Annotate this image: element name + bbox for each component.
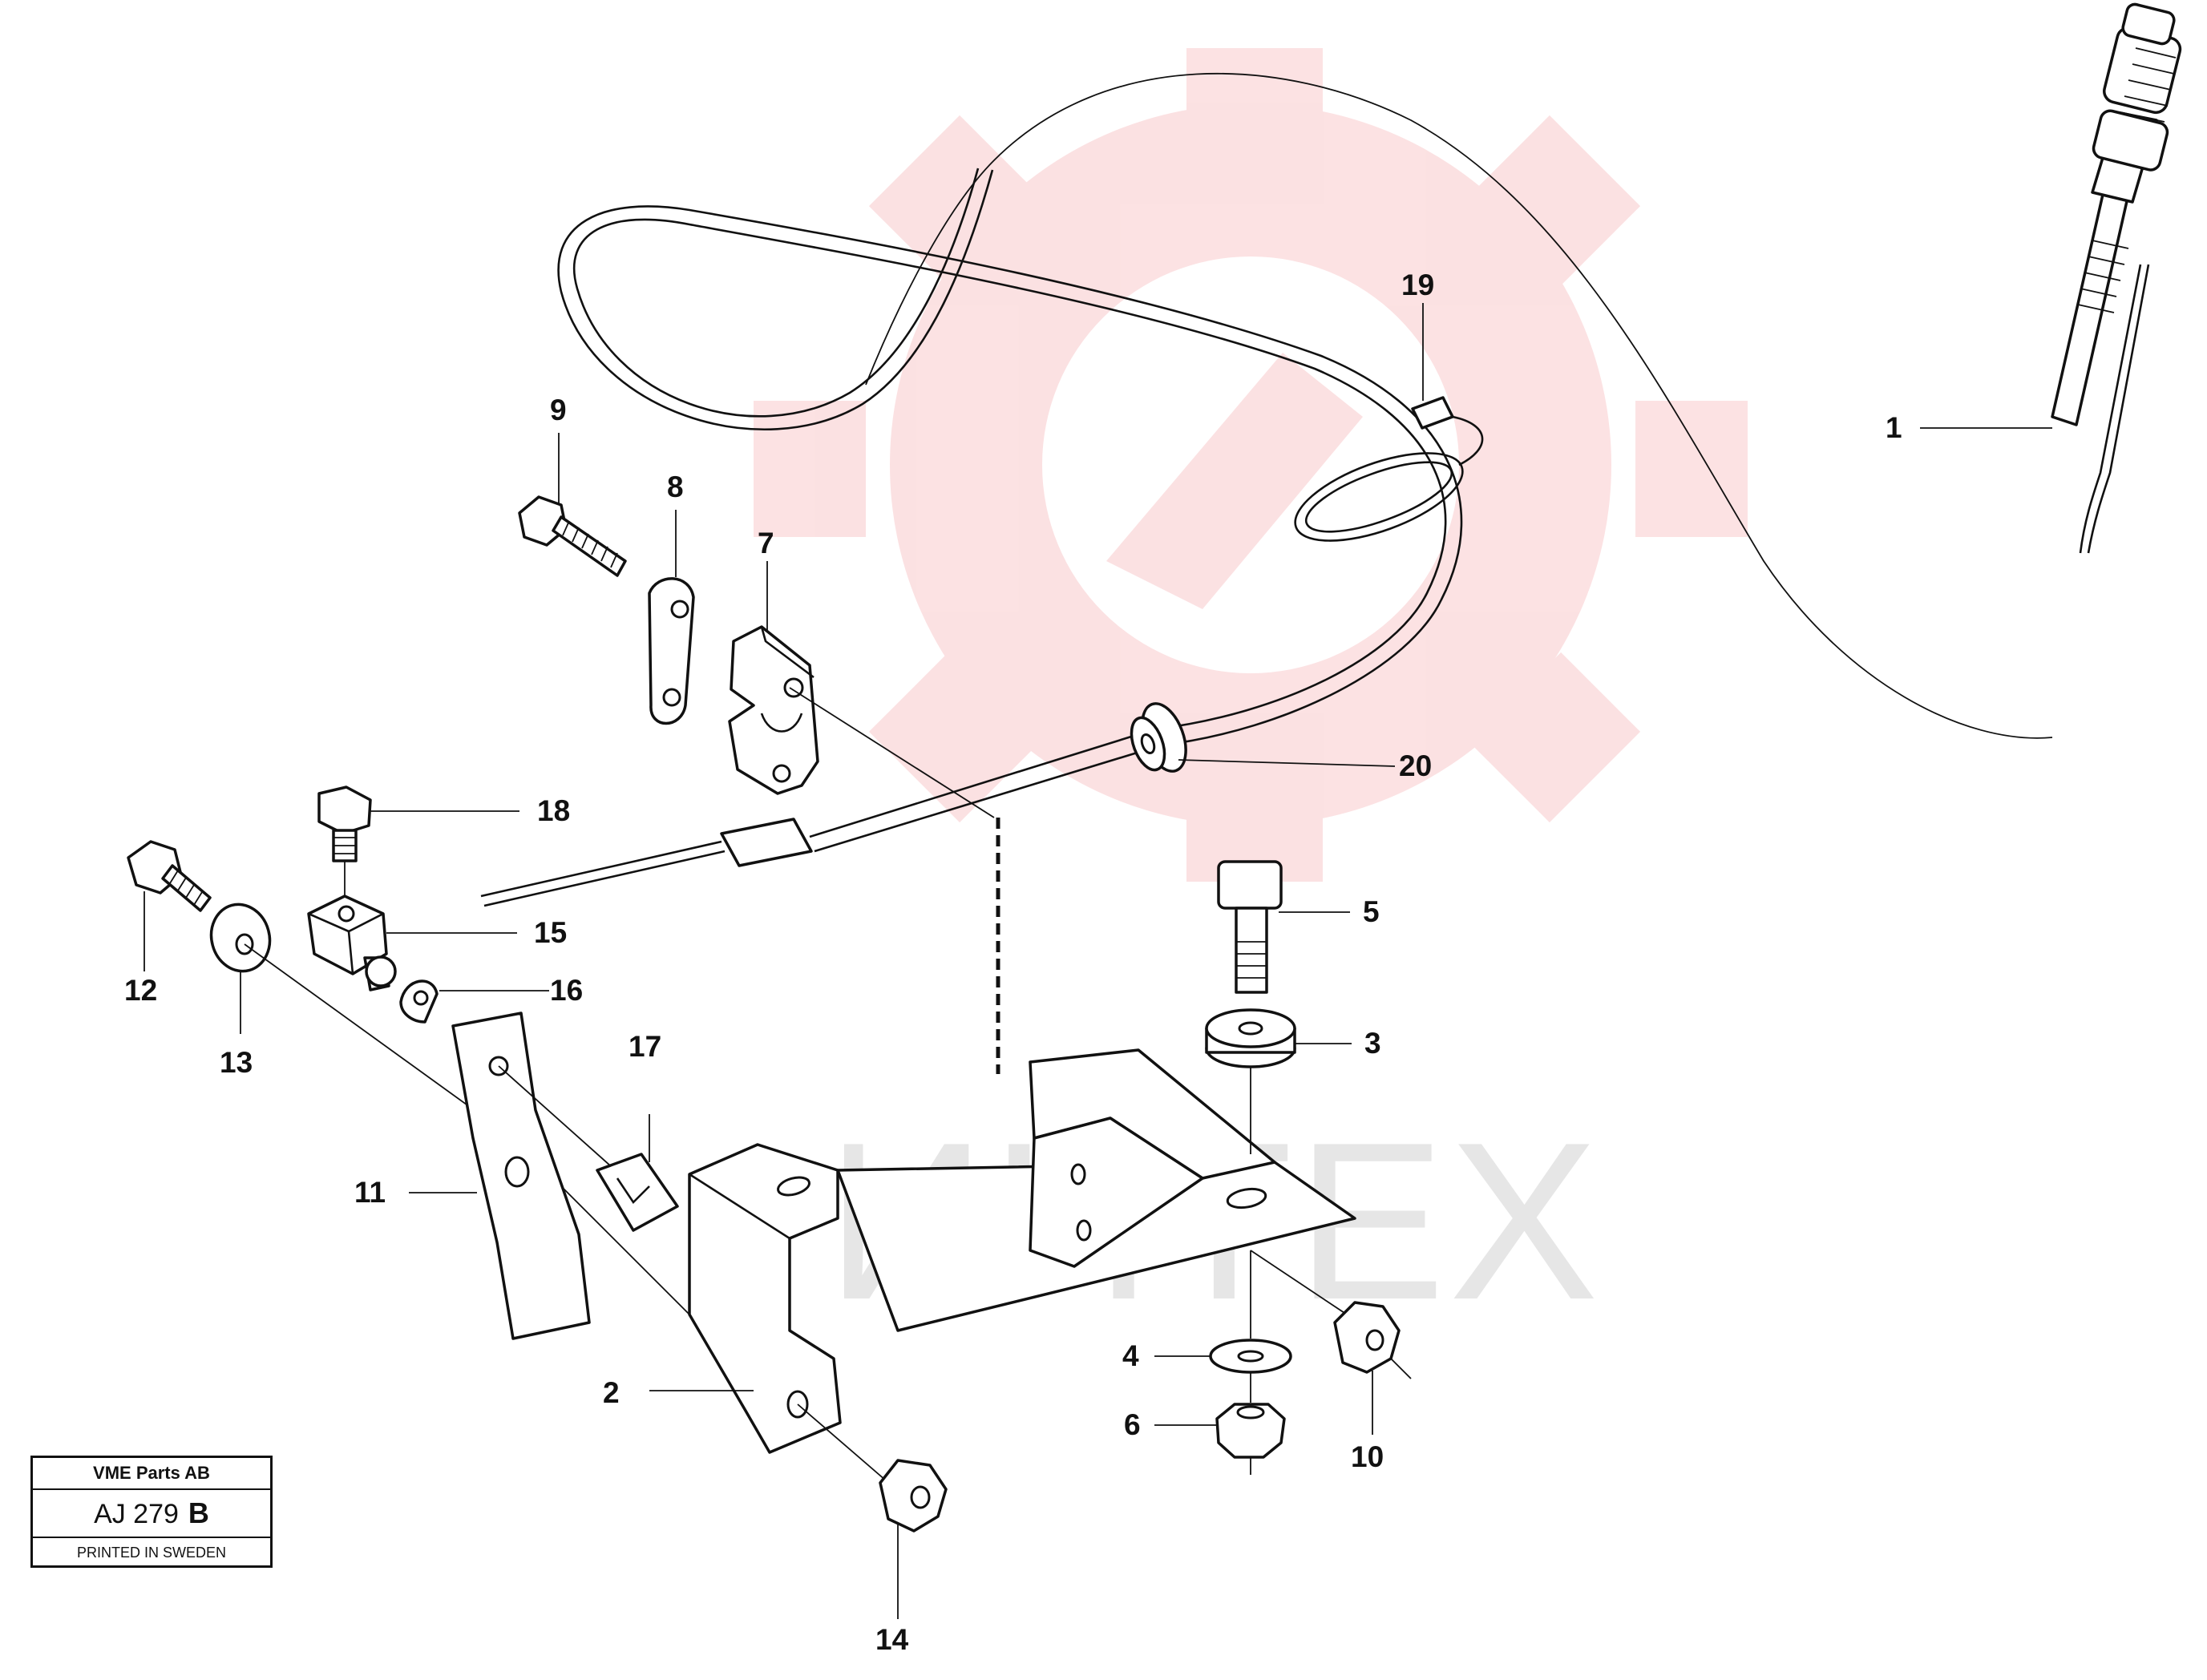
stamp-revision: B — [188, 1496, 209, 1529]
callout-9: 9 — [550, 394, 567, 426]
callout-16: 16 — [550, 974, 583, 1007]
callout-19: 19 — [1401, 269, 1434, 301]
callout-2: 2 — [603, 1376, 620, 1409]
stamp-footer: PRINTED IN SWEDEN — [76, 1545, 226, 1561]
callout-18: 18 — [537, 794, 570, 827]
part-11-lever — [451, 1012, 591, 1340]
callout-5: 5 — [1363, 895, 1380, 928]
part-6-nut — [1215, 1403, 1286, 1459]
callout-3: 3 — [1364, 1027, 1381, 1060]
grommet — [1130, 702, 1187, 773]
assembly-line-clamp — [789, 687, 995, 818]
callout-17: 17 — [629, 1030, 661, 1063]
stamp-company: VME Parts AB — [33, 1458, 270, 1490]
assembly-line-washer — [244, 943, 690, 1315]
part-9-bolt — [518, 495, 627, 577]
callout-8: 8 — [667, 470, 684, 503]
part-2-bracket — [688, 1143, 842, 1454]
callout-1: 1 — [1886, 411, 1902, 444]
part-10-nut — [1333, 1301, 1401, 1374]
part-7-cable-clamp — [728, 625, 819, 795]
callout-labels: 1 2 3 4 5 6 7 8 9 10 11 12 13 14 15 16 1… — [124, 269, 1902, 1656]
callout-13: 13 — [220, 1046, 253, 1079]
stamp-drawing-code-row: AJ 279 B — [33, 1490, 270, 1538]
callout-12: 12 — [124, 974, 157, 1007]
callout-20: 20 — [1399, 749, 1432, 782]
watermark-gear-logo — [754, 48, 1748, 882]
part-1-cable-run — [865, 72, 2053, 739]
part-15-cable-block — [307, 895, 397, 991]
part-8-clamp-strap — [648, 577, 695, 725]
part-19-cable-tie — [1294, 396, 1484, 542]
part-20-cable-assembly — [480, 168, 1463, 907]
part-1-control-knob — [2051, 2, 2182, 554]
part-12-bolt — [127, 840, 212, 912]
assembly-line-bracket-nut — [797, 1403, 899, 1492]
callout-4: 4 — [1122, 1339, 1139, 1372]
callout-6: 6 — [1124, 1408, 1141, 1441]
part-17-spring-clip — [596, 1153, 679, 1232]
part-3-rubber-bushing — [1205, 1008, 1296, 1068]
part-4-washer — [1209, 1339, 1292, 1374]
part-13-washer — [209, 903, 272, 973]
callout-11: 11 — [354, 1176, 386, 1209]
main-mounting-bracket — [836, 1048, 1356, 1332]
callout-7: 7 — [758, 527, 774, 559]
part-18-set-screw — [317, 785, 372, 862]
part-14-nut — [879, 1459, 948, 1533]
callout-10: 10 — [1351, 1440, 1384, 1473]
stamp-drawing-code: AJ 279 — [94, 1499, 179, 1529]
part-16-clip — [399, 979, 439, 1024]
leader-lines — [370, 303, 2052, 1426]
callout-15: 15 — [534, 916, 567, 949]
callout-14: 14 — [875, 1623, 909, 1656]
part-5-bolt — [1217, 860, 1283, 994]
title-stamp: VME Parts AB AJ 279 B PRINTED IN SWEDEN — [30, 1456, 273, 1568]
